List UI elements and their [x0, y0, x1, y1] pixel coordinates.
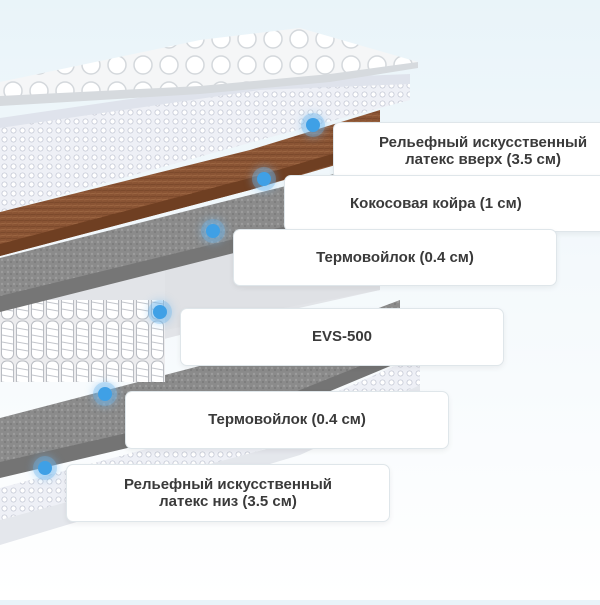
- marker-felt-top: [206, 224, 220, 238]
- label-bottom-latex: Рельефный искусственный латекс низ (3.5 …: [66, 464, 390, 522]
- label-felt-top: Термовойлок (0.4 см): [233, 229, 557, 286]
- marker-springs: [153, 305, 167, 319]
- label-springs: EVS-500: [180, 308, 504, 366]
- marker-bottom-latex: [38, 461, 52, 475]
- label-felt-bottom: Термовойлок (0.4 см): [125, 391, 449, 449]
- label-top-latex: Рельефный искусственный латекс вверх (3.…: [333, 122, 600, 180]
- label-coconut: Кокосовая койра (1 см): [284, 175, 600, 232]
- marker-felt-bottom: [98, 387, 112, 401]
- marker-coconut: [257, 172, 271, 186]
- marker-top-latex: [306, 118, 320, 132]
